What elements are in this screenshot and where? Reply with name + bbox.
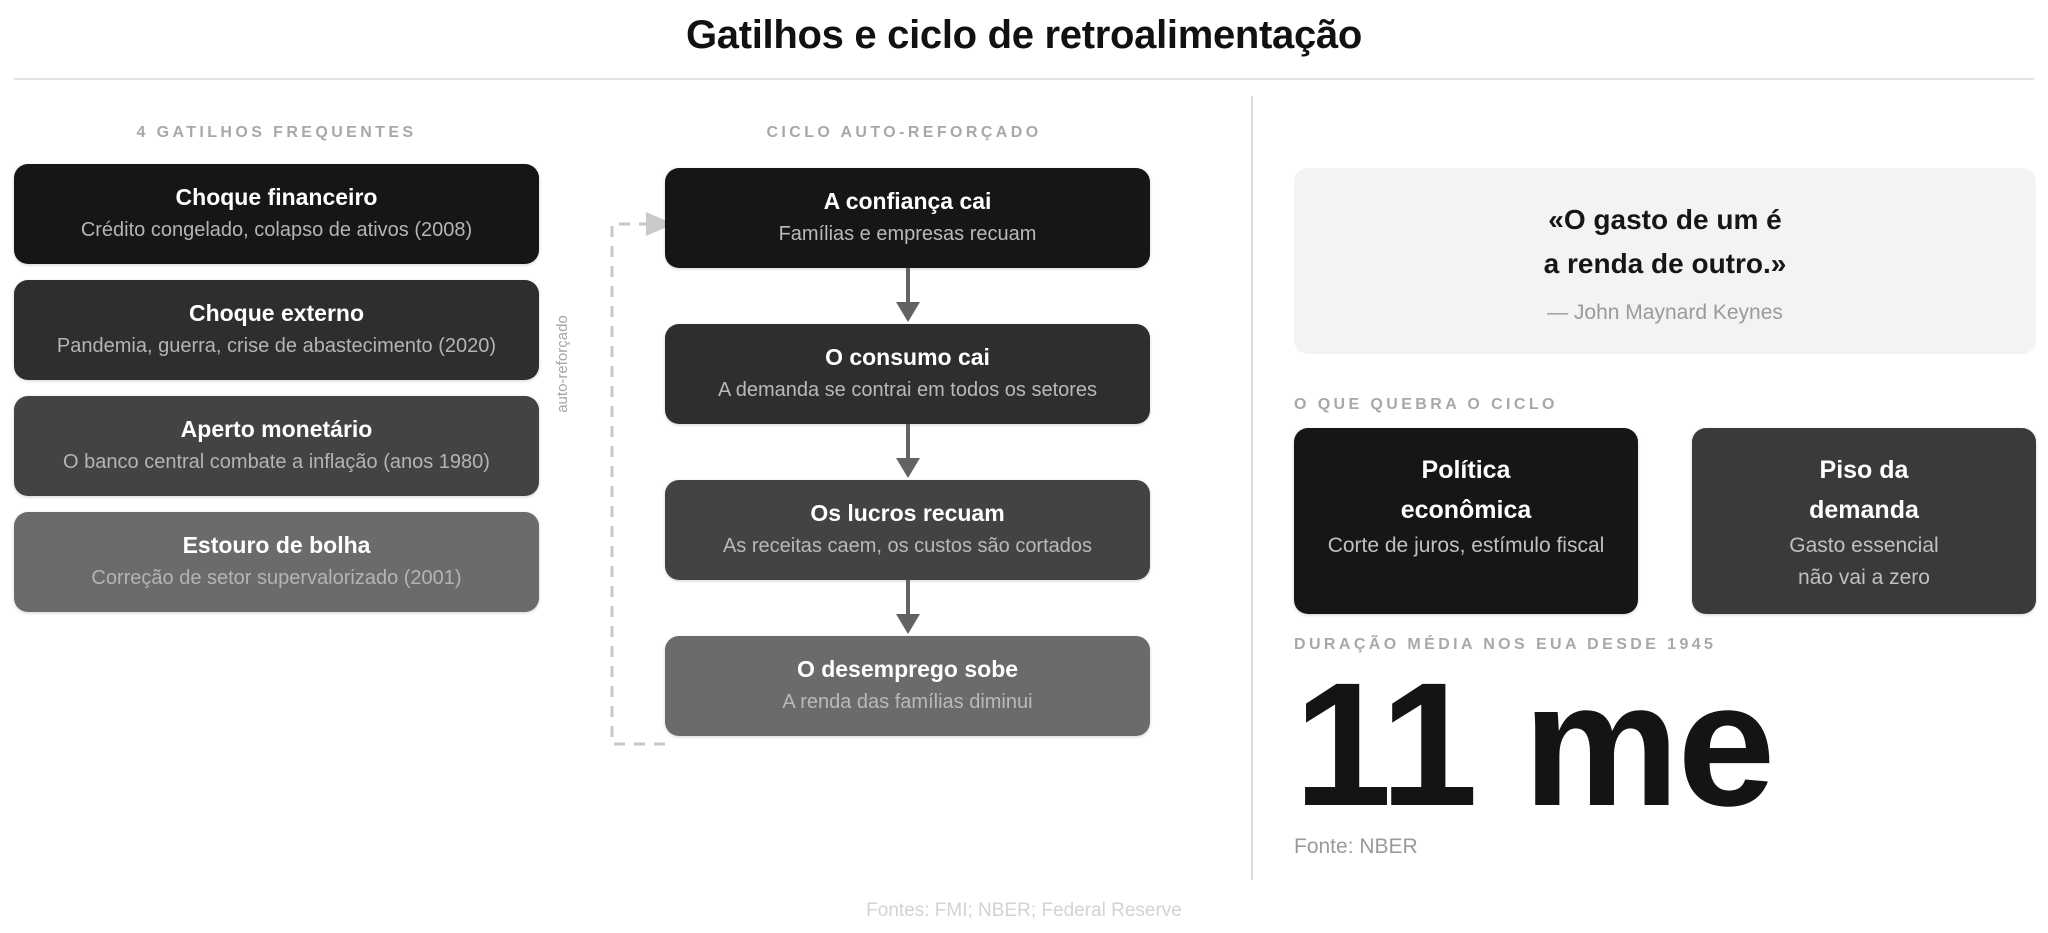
cycle-step-subtitle: As receitas caem, os custos são cortados [722, 535, 1093, 557]
stat-source: Fonte: NBER [1294, 835, 1418, 858]
trigger-title: Choque financeiro [175, 184, 378, 210]
feedback-loop-label: auto-reforçado [554, 315, 571, 413]
trigger-title: Choque externo [188, 300, 365, 326]
arrow-shaft [905, 424, 910, 464]
trigger-subtitle: O banco central combate a inflação (anos… [63, 451, 490, 473]
trigger-subtitle: Correção de setor supervalorizado (2001) [91, 567, 462, 589]
cycle-step[interactable]: A confiança cai Famílias e empresas recu… [665, 168, 1150, 268]
arrow-shaft [905, 580, 910, 620]
breaker-card[interactable]: Piso da demanda Gasto essencial não vai … [1692, 428, 2036, 614]
breaker-title-line-1: Política [1421, 456, 1511, 484]
breaker-subtitle-line-1: Gasto essencial [1789, 534, 1939, 557]
cycle-arrow-down [665, 580, 1150, 636]
insights-column: «O gasto de um é a renda de outro.» — Jo… [1294, 168, 2036, 862]
cycle-step-title: Os lucros recuam [810, 500, 1005, 526]
cycle-column: Ciclo auto-reforçado auto-reforçado A co… [554, 124, 1248, 914]
cycle-step-title: O consumo cai [825, 344, 990, 370]
cycle-arrow-down [665, 424, 1150, 480]
breaker-subtitle-line-1: Corte de juros, estímulo fiscal [1327, 534, 1605, 557]
trigger-card[interactable]: Estouro de bolha Correção de setor super… [14, 512, 539, 612]
trigger-title: Estouro de bolha [182, 532, 371, 558]
breaker-title-line-1: Piso da [1819, 456, 1909, 484]
arrow-shaft [905, 268, 910, 308]
quote-line-1: «O gasto de um é [1548, 204, 1782, 235]
breaker-card[interactable]: Política econômica Corte de juros, estím… [1294, 428, 1638, 614]
breaker-title-line-2: econômica [1400, 496, 1532, 524]
column-divider [1251, 96, 1253, 880]
triggers-column: 4 gatilhos frequentes Choque financeiro … [14, 124, 539, 628]
quote-attribution: — John Maynard Keynes [1547, 301, 1783, 324]
stat-value: 11 me [1294, 660, 1775, 830]
trigger-subtitle: Crédito congelado, colapso de ativos (20… [80, 219, 473, 241]
cycle-step[interactable]: Os lucros recuam As receitas caem, os cu… [665, 480, 1150, 580]
breaker-title-line-2: demanda [1809, 496, 1919, 524]
cycle-step-subtitle: Famílias e empresas recuam [778, 223, 1037, 245]
quote-card: «O gasto de um é a renda de outro.» — Jo… [1294, 168, 2036, 354]
trigger-card[interactable]: Choque financeiro Crédito congelado, col… [14, 164, 539, 264]
breakers-row: Política econômica Corte de juros, estím… [1294, 428, 2036, 614]
quote-line-2: a renda de outro.» [1543, 248, 1787, 279]
trigger-card[interactable]: Choque externo Pandemia, guerra, crise d… [14, 280, 539, 380]
breakers-kicker: O que quebra o ciclo [1294, 396, 1558, 413]
breaker-subtitle-line-2: não vai a zero [1798, 566, 1930, 589]
cycle-step-title: O desemprego sobe [796, 656, 1019, 682]
cycle-arrow-down [665, 268, 1150, 324]
arrow-head-icon [895, 302, 920, 322]
cycle-step[interactable]: O consumo cai A demanda se contrai em to… [665, 324, 1150, 424]
cycle-step-subtitle: A demanda se contrai em todos os setores [717, 379, 1098, 401]
cycle-stack: A confiança cai Famílias e empresas recu… [665, 168, 1150, 736]
trigger-card[interactable]: Aperto monetário O banco central combate… [14, 396, 539, 496]
trigger-subtitle: Pandemia, guerra, crise de abastecimento… [56, 335, 497, 357]
cycle-step-subtitle: A renda das famílias diminui [782, 691, 1033, 713]
cycle-kicker: Ciclo auto-reforçado [766, 124, 1042, 141]
footer-sources: Fontes: FMI; NBER; Federal Reserve [866, 900, 1182, 921]
cycle-step-title: A confiança cai [823, 188, 992, 214]
page-title: Gatilhos e ciclo de retroalimentação [685, 13, 1363, 57]
arrow-head-icon [895, 458, 920, 478]
triggers-kicker: 4 gatilhos frequentes [136, 124, 417, 141]
title-divider [14, 78, 2034, 80]
cycle-step[interactable]: O desemprego sobe A renda das famílias d… [665, 636, 1150, 736]
arrow-head-icon [895, 614, 920, 634]
stat-kicker: Duração média nos EUA desde 1945 [1294, 636, 1717, 653]
trigger-title: Aperto monetário [180, 416, 373, 442]
